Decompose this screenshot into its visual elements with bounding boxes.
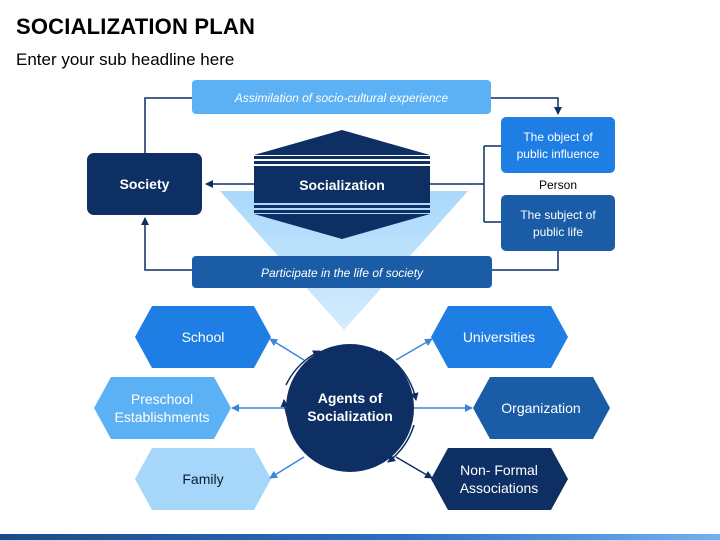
svg-text:Participate in the life of soc: Participate in the life of society [261,266,424,280]
svg-text:Preschool: Preschool [131,391,193,407]
society-box: Society [87,153,202,215]
agent-family: Family [135,448,271,510]
page-title: SOCIALIZATION PLAN [16,14,256,39]
agents-center-circle: Agents of Socialization [286,344,414,472]
svg-text:public influence: public influence [517,147,600,161]
agent-preschool: Preschool Establishments [94,377,231,439]
socialization-shape: Socialization [254,130,430,239]
agent-school: School [135,306,271,368]
bottom-accent-bar [0,534,720,540]
svg-text:public life: public life [533,225,583,239]
object-box: The object of public influence [501,117,615,173]
svg-text:Socialization: Socialization [307,408,393,424]
svg-text:The object of: The object of [523,130,593,144]
svg-text:The subject of: The subject of [520,208,596,222]
agent-organization: Organization [473,377,610,439]
cycle-connectors [141,97,562,271]
subject-box: The subject of public life [501,195,615,251]
svg-text:School: School [182,329,225,345]
svg-text:Organization: Organization [501,400,580,416]
svg-text:Socialization: Socialization [299,177,385,193]
svg-text:Non- Formal: Non- Formal [460,462,538,478]
svg-text:Assimilation of socio-cultural: Assimilation of socio-cultural experienc… [234,91,449,105]
svg-text:Society: Society [120,176,170,192]
person-label: Person [539,178,577,192]
agent-nonformal: Non- Formal Associations [431,448,568,510]
banner-assimilation: Assimilation of socio-cultural experienc… [192,80,491,114]
banner-participate: Participate in the life of society [192,256,492,288]
agent-universities: Universities [431,306,568,368]
svg-text:Family: Family [182,471,223,487]
svg-text:Agents of: Agents of [318,390,383,406]
connector-nonformal [395,456,433,479]
page-subtitle: Enter your sub headline here [16,50,235,69]
agent-connectors [231,338,473,479]
svg-text:Establishments: Establishments [115,409,210,425]
svg-text:Universities: Universities [463,329,535,345]
svg-text:Associations: Associations [460,480,539,496]
